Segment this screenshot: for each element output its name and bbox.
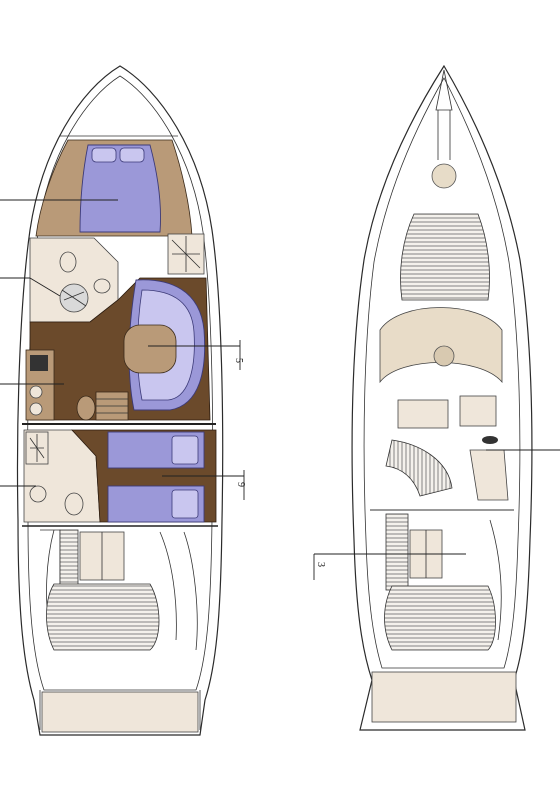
forward-pillow-right [119,147,145,163]
callouts: 5 9 3 [0,199,560,580]
cockpit-bench-left [59,529,79,587]
swim-platform [41,691,199,733]
mid-cabin-pillow-upper [171,435,199,465]
galley-sink-1 [29,385,43,399]
callout-5-label: 5 [233,358,244,363]
helm-wheel [482,436,498,444]
windscreen [379,307,503,384]
main-cockpit-bench [385,513,409,591]
forward-hatch [431,163,457,189]
navigator-seat [459,395,497,427]
saloon-table [123,324,177,374]
companionway-steps [76,391,129,421]
foredeck-sunpad [400,213,490,301]
main-cockpit-aft-seat [384,585,496,651]
forward-pillow-left [91,147,117,163]
forward-washbasin [93,278,111,294]
main-swim-platform [371,671,517,723]
aft-toilet [64,492,84,516]
galley-hob [30,355,48,371]
callout-9-label: 9 [235,482,246,487]
main-deck-plan [351,64,533,731]
aft-washbasin [29,485,47,503]
mid-cabin-pillow-lower [171,489,199,519]
cockpit-aft-seat [46,583,160,651]
galley-sink-2 [29,402,43,416]
lower-deck-plan [16,65,224,736]
helm-console [397,399,449,429]
callout-3-label: 3 [315,562,326,567]
helm-curved-seat [385,439,453,497]
forward-toilet [59,251,77,273]
forward-berth [79,144,161,233]
